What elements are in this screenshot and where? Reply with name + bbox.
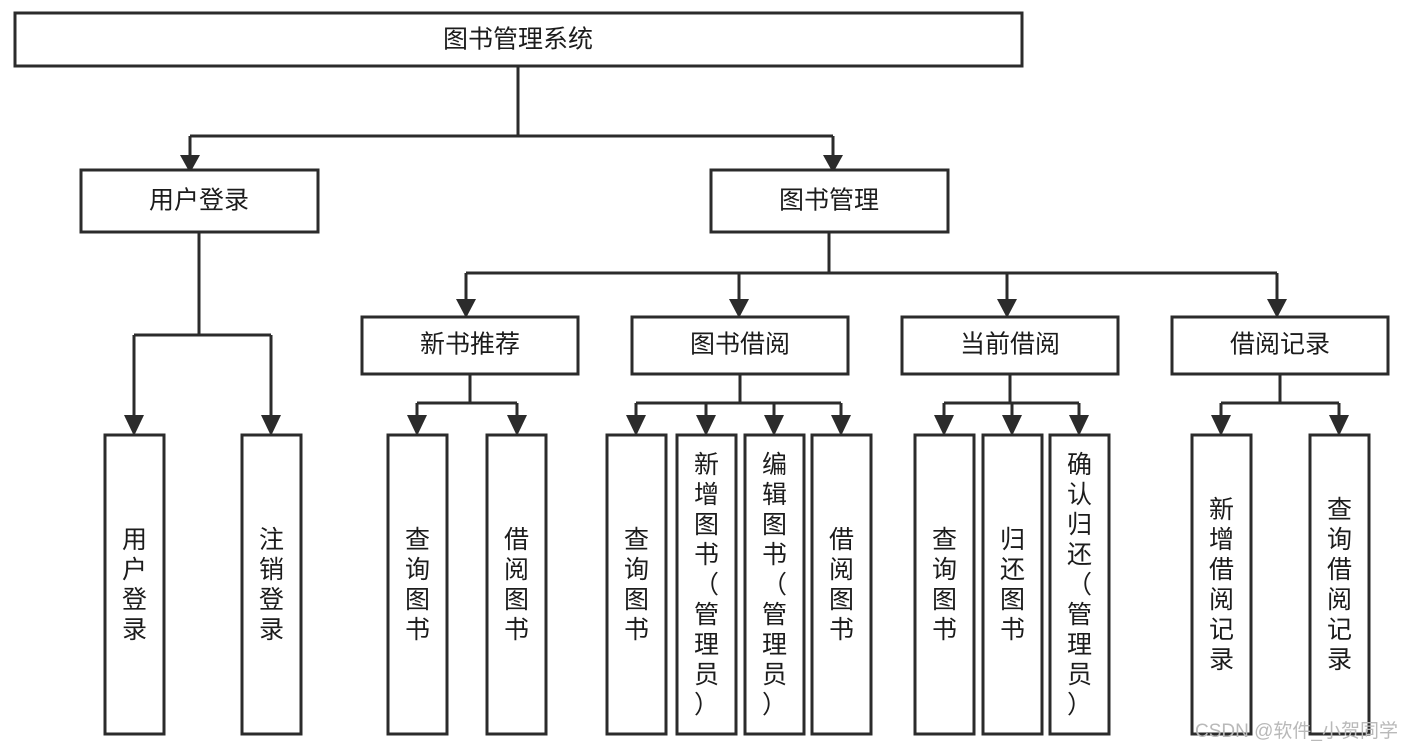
edge-borrowrecord-to-leaves [1211,374,1349,436]
edge-root-to-level2 [180,66,843,173]
arrow-head-icon [626,415,646,436]
edge-currentborrow-to-leaves [934,374,1089,436]
arrow-head-icon [997,299,1017,318]
node-leaf-query-book-rec[interactable]: 查询图书 [386,433,449,736]
node-leaf-confirm-return[interactable]: 确认归还（管理员） [1048,433,1111,736]
node-leaf-query-book-2[interactable]: 查询图书 [605,433,668,736]
node-leaf-user-login-box[interactable] [103,433,166,736]
node-leaf-return-book-label: 归还图书 [1000,526,1025,644]
node-new-book-rec[interactable]: 新书推荐 [360,315,580,376]
arrow-head-icon [407,415,427,436]
node-root-label: 图书管理系统 [443,26,593,54]
node-book-manage[interactable]: 图书管理 [709,168,950,234]
arrow-head-icon [456,299,476,318]
node-current-borrow[interactable]: 当前借阅 [900,315,1120,376]
arrow-head-icon [261,415,281,436]
node-leaf-borrow-book-2-label: 借阅图书 [829,526,854,644]
edge-bookborrow-to-leaves [626,374,851,436]
arrow-head-icon [823,155,843,173]
node-leaf-logout[interactable]: 注销登录 [240,433,303,736]
edge-layer [124,66,1349,436]
node-leaf-borrow-book-rec-label: 借阅图书 [504,526,529,644]
node-leaf-query-record[interactable]: 查询借阅记录 [1308,433,1371,736]
node-leaf-logout-box[interactable] [240,433,303,736]
node-leaf-add-record-box[interactable] [1190,433,1253,736]
node-leaf-edit-book-label: 编辑图书（管理员） [762,451,787,719]
node-leaf-add-book-box[interactable] [675,433,738,736]
node-leaf-add-book-label: 新增图书（管理员） [694,451,719,719]
arrow-head-icon [696,415,716,436]
node-book-borrow[interactable]: 图书借阅 [630,315,850,376]
node-leaf-user-login-label: 用户登录 [122,526,147,644]
node-leaf-borrow-book-rec[interactable]: 借阅图书 [485,433,548,736]
node-leaf-confirm-return-box[interactable] [1048,433,1111,736]
node-leaf-add-book[interactable]: 新增图书（管理员） [675,433,738,736]
node-current-borrow-box[interactable] [900,315,1120,376]
node-leaf-query-book-2-label: 查询图书 [624,526,649,644]
arrow-head-icon [1267,299,1287,318]
node-borrow-record[interactable]: 借阅记录 [1170,315,1390,376]
node-user-login-box[interactable] [79,168,320,234]
node-leaf-borrow-book-2-box[interactable] [810,433,873,736]
node-borrow-record-box[interactable] [1170,315,1390,376]
node-leaf-edit-book[interactable]: 编辑图书（管理员） [743,433,806,736]
node-book-manage-label: 图书管理 [779,187,879,215]
arrow-head-icon [507,415,527,436]
arrow-head-icon [1329,415,1349,436]
node-leaf-confirm-return-label: 确认归还（管理员） [1067,451,1092,719]
arrow-head-icon [124,415,144,436]
node-user-login-label: 用户登录 [149,187,249,215]
node-new-book-rec-box[interactable] [360,315,580,376]
node-leaf-return-book-box[interactable] [981,433,1044,736]
node-user-login[interactable]: 用户登录 [79,168,320,234]
edge-bookmanage-to-level3 [456,232,1287,318]
arrow-head-icon [729,299,749,318]
watermark-label: CSDN @软件_小贺同学 [1195,720,1398,742]
arrow-head-icon [1211,415,1231,436]
node-leaf-query-book-3-label: 查询图书 [932,526,957,644]
node-leaf-query-record-label: 查询借阅记录 [1327,496,1352,674]
node-leaf-logout-label: 注销登录 [259,526,284,644]
node-book-borrow-box[interactable] [630,315,850,376]
node-leaf-query-record-box[interactable] [1308,433,1371,736]
arrow-head-icon [764,415,784,436]
arrow-head-icon [831,415,851,436]
node-book-borrow-label: 图书借阅 [690,331,790,359]
node-leaf-query-book-rec-label: 查询图书 [405,526,430,644]
node-leaf-query-book-rec-box[interactable] [386,433,449,736]
node-root-box[interactable] [13,11,1024,68]
arrow-head-icon [180,155,200,173]
node-leaf-return-book[interactable]: 归还图书 [981,433,1044,736]
arrow-head-icon [1069,415,1089,436]
node-leaf-query-book-3[interactable]: 查询图书 [913,433,976,736]
node-book-manage-box[interactable] [709,168,950,234]
node-leaf-query-book-3-box[interactable] [913,433,976,736]
edge-userlogin-to-leaves [124,232,281,436]
node-leaf-query-book-2-box[interactable] [605,433,668,736]
node-root[interactable]: 图书管理系统 [13,11,1024,68]
node-leaf-add-record-label: 新增借阅记录 [1209,496,1234,674]
arrow-head-icon [1002,415,1022,436]
node-leaf-edit-book-box[interactable] [743,433,806,736]
node-borrow-record-label: 借阅记录 [1230,331,1330,359]
node-new-book-rec-label: 新书推荐 [420,331,520,359]
node-leaf-borrow-book-rec-box[interactable] [485,433,548,736]
arrow-head-icon [934,415,954,436]
leaf-node-layer: 用户登录 注销登录 查询图书 借阅图书 查询图书 新增图书（管理员） 编辑图书（管理员） 借阅… [103,433,1371,736]
node-leaf-user-login[interactable]: 用户登录 [103,433,166,736]
node-leaf-add-record[interactable]: 新增借阅记录 [1190,433,1253,736]
node-current-borrow-label: 当前借阅 [960,331,1060,359]
edge-newbookrec-to-leaves [407,374,527,436]
node-leaf-borrow-book-2[interactable]: 借阅图书 [810,433,873,736]
